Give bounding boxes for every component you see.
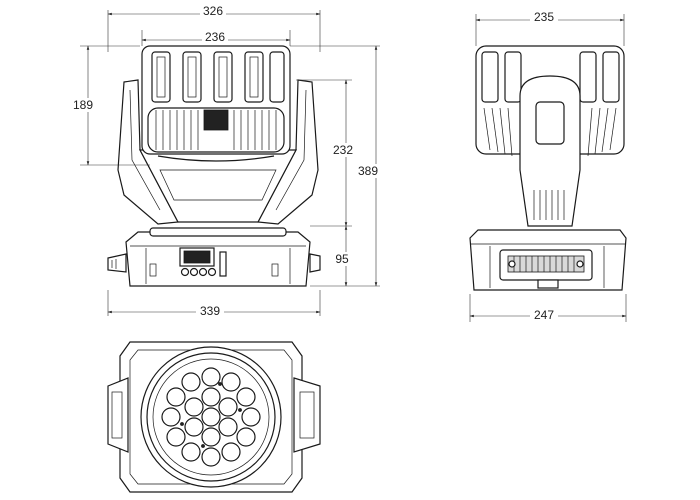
lens-view-handle-left bbox=[107, 377, 129, 453]
led-lens bbox=[221, 442, 241, 462]
front-heatsink-fins bbox=[147, 107, 285, 153]
led-lens bbox=[218, 397, 238, 417]
led-lens bbox=[201, 427, 221, 447]
front-dimensions: 326 236 189 232 389 95 339 bbox=[70, 4, 384, 318]
side-dimensions: 235 247 bbox=[469, 10, 627, 322]
front-base-handle-right bbox=[309, 253, 321, 273]
led-lens bbox=[201, 387, 221, 407]
dim-front-total-width: 326 bbox=[203, 4, 223, 18]
lens-view bbox=[107, 341, 321, 493]
led-lens bbox=[181, 442, 201, 462]
led-lens bbox=[166, 427, 186, 447]
front-base bbox=[125, 231, 311, 287]
side-heatsink-fins bbox=[483, 107, 617, 157]
side-yoke-arm bbox=[519, 75, 581, 227]
side-view bbox=[469, 45, 627, 291]
led-lens bbox=[181, 372, 201, 392]
dim-front-head-width: 236 bbox=[205, 30, 225, 44]
front-control-panel bbox=[149, 247, 279, 277]
led-lens bbox=[201, 367, 221, 387]
led-lens bbox=[166, 387, 186, 407]
front-view bbox=[107, 45, 321, 287]
dim-front-base-height: 95 bbox=[335, 252, 349, 266]
led-lens bbox=[241, 407, 261, 427]
front-base-handle-left bbox=[107, 253, 127, 273]
dim-front-total-height: 389 bbox=[358, 164, 378, 178]
dim-side-width: 235 bbox=[534, 10, 554, 24]
led-lens bbox=[184, 417, 204, 437]
dim-front-base-width: 339 bbox=[200, 304, 220, 318]
led-lens bbox=[221, 372, 241, 392]
dim-side-base-width: 247 bbox=[534, 308, 554, 322]
led-lens bbox=[236, 387, 256, 407]
led-lens bbox=[236, 427, 256, 447]
dim-front-head-height: 189 bbox=[73, 98, 93, 112]
led-lens bbox=[184, 397, 204, 417]
front-head-vents bbox=[151, 51, 285, 103]
side-head-vents bbox=[481, 51, 620, 103]
side-arm-grille bbox=[533, 190, 565, 220]
led-lens bbox=[201, 447, 221, 467]
lens-view-led-array bbox=[161, 367, 261, 467]
lens-view-handle-right bbox=[293, 377, 321, 453]
led-lens bbox=[201, 407, 221, 427]
dim-front-arm-height: 232 bbox=[333, 143, 353, 157]
led-lens bbox=[218, 417, 238, 437]
front-yoke-left-arm bbox=[117, 79, 179, 225]
led-lens bbox=[161, 407, 181, 427]
